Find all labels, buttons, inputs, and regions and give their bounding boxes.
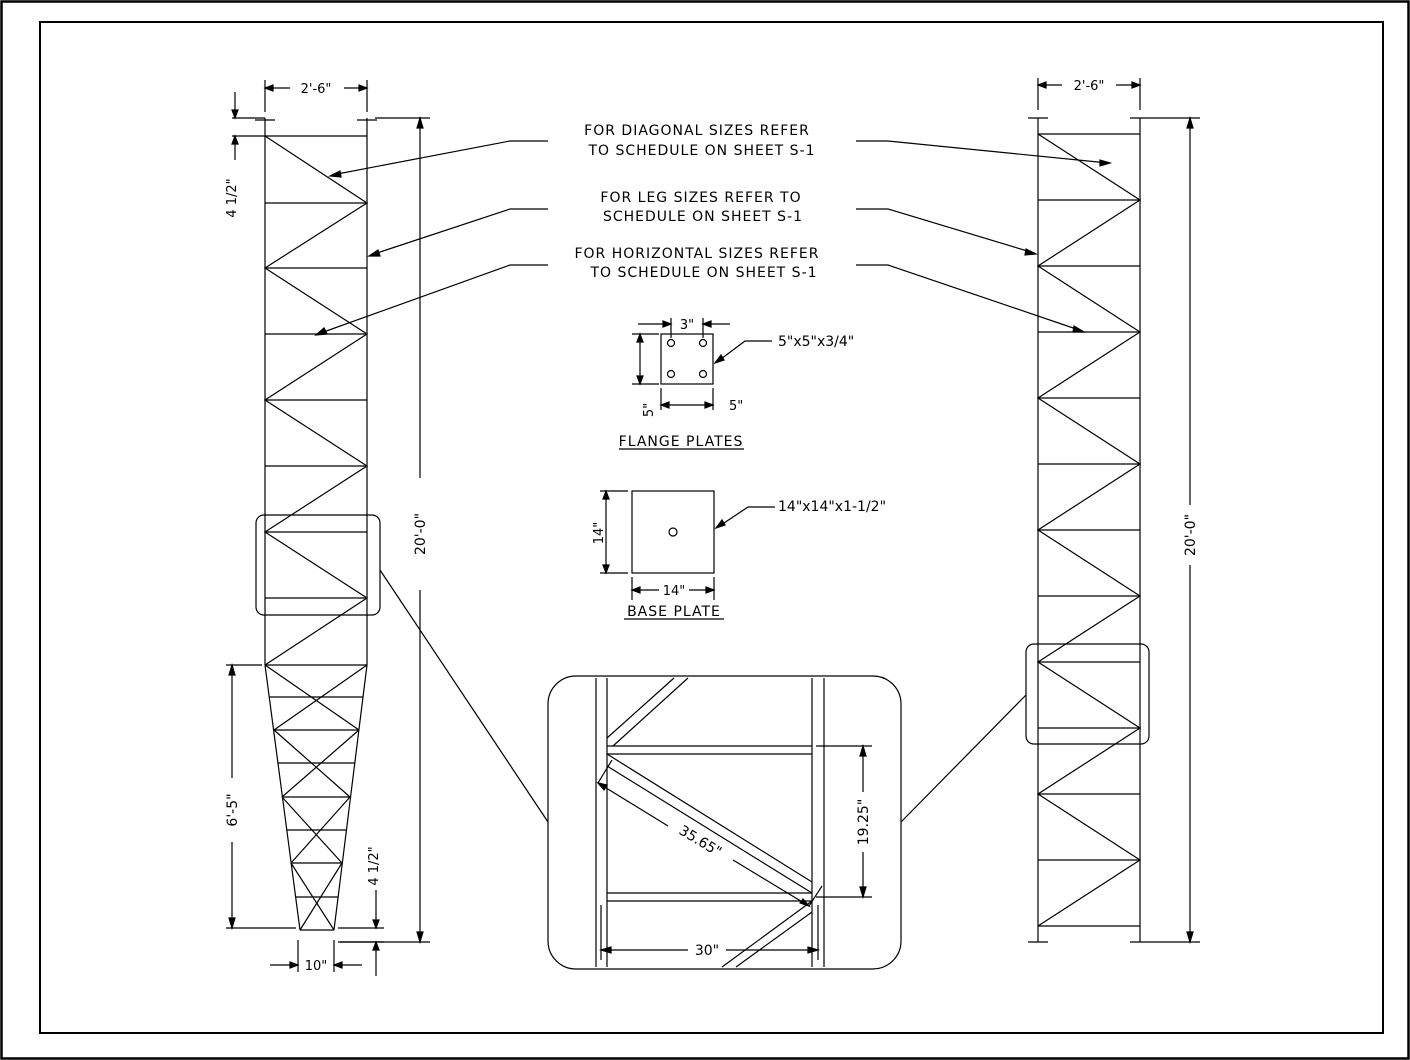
leg-note-line2: SCHEDULE ON SHEET S-1 xyxy=(603,209,803,225)
base-height-label: 14" xyxy=(592,522,607,545)
left-taper-dimension xyxy=(226,662,296,931)
diagonal-note-line1: FOR DIAGONAL SIZES REFER xyxy=(584,123,810,139)
flange-plates-title: FLANGE PLATES xyxy=(619,434,744,450)
sheet-inner-border xyxy=(39,21,1384,1034)
left-top-width-label: 2'-6" xyxy=(301,82,332,97)
left-bottom-offset-dimension xyxy=(338,890,384,976)
detail-diagonal-label: 35.65" xyxy=(676,823,724,861)
flange-height-label: 5" xyxy=(642,403,657,417)
left-top-width-dimension xyxy=(263,80,369,112)
left-bottom-width-dimension xyxy=(270,940,362,972)
detail-panel-width-label: 30" xyxy=(695,943,719,959)
base-plate xyxy=(600,489,775,600)
right-detail-callout-box xyxy=(1025,643,1150,745)
flange-width-label: 5" xyxy=(729,399,743,414)
left-bottom-offset-label: 4 1/2" xyxy=(367,846,382,885)
horizontal-note-line1: FOR HORIZONTAL SIZES REFER xyxy=(574,246,819,262)
left-detail-connector xyxy=(379,569,549,823)
detail-view xyxy=(547,675,902,970)
right-leader-lines xyxy=(856,140,1113,333)
left-detail-callout-box xyxy=(255,514,381,616)
right-top-width-label: 2'-6" xyxy=(1074,79,1105,94)
base-width-label: 14" xyxy=(663,584,686,599)
horizontal-note-line2: TO SCHEDULE ON SHEET S-1 xyxy=(589,265,817,281)
left-taper-label: 6'-5" xyxy=(225,793,241,826)
left-top-offset-label: 4 1/2" xyxy=(225,178,240,217)
diagonal-note-line2: TO SCHEDULE ON SHEET S-1 xyxy=(587,143,815,159)
flange-hole-spacing-label: 3" xyxy=(680,318,694,333)
base-plate-title: BASE PLATE xyxy=(627,604,721,620)
right-top-width-dimension xyxy=(1036,78,1142,110)
left-top-offset-dimension xyxy=(231,92,265,160)
left-bottom-width-label: 10" xyxy=(305,959,328,974)
leg-note-line1: FOR LEG SIZES REFER TO xyxy=(600,190,801,206)
right-height-label: 20'-0" xyxy=(1183,514,1199,556)
left-height-label: 20'-0" xyxy=(413,513,429,555)
left-tower xyxy=(263,118,369,931)
left-height-dimension xyxy=(340,115,430,945)
right-height-dimension xyxy=(1186,115,1194,945)
flange-plate xyxy=(632,318,772,410)
flange-size-label: 5"x5"x3/4" xyxy=(778,334,854,350)
left-leader-lines xyxy=(314,140,548,336)
right-tower xyxy=(1036,118,1142,942)
base-size-label: 14"x14"x1-1/2" xyxy=(778,499,886,515)
right-detail-connector xyxy=(900,694,1027,823)
detail-panel-height-label: 19.25" xyxy=(856,799,872,846)
